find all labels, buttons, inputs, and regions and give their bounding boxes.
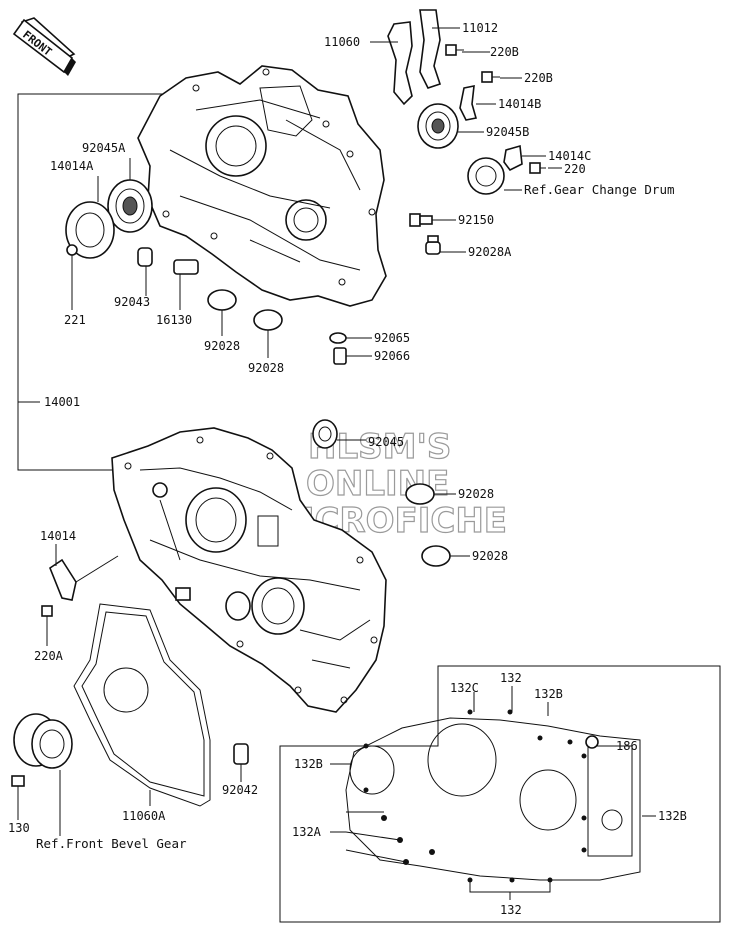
label-11060: 11060 xyxy=(324,35,360,49)
bolt-group-box xyxy=(279,665,721,923)
label-186: 186 xyxy=(616,739,638,753)
label-14014C: 14014C xyxy=(548,149,591,163)
gasket-11060A xyxy=(73,603,211,807)
cap-92028-lower-1 xyxy=(405,483,435,505)
case-bolt-layout xyxy=(345,709,641,883)
label-14001: 14001 xyxy=(44,395,80,409)
front-bevel-gear-housing xyxy=(13,713,73,769)
part-11012-guide xyxy=(419,9,442,89)
label-130: 130 xyxy=(8,821,30,835)
label-14014B: 14014B xyxy=(498,97,541,111)
plug-92028A xyxy=(425,235,441,255)
screw-220A xyxy=(41,605,53,624)
bracket-14014 xyxy=(49,558,77,601)
bolt-130 xyxy=(11,775,25,808)
retainer-14014A xyxy=(65,201,115,259)
front-direction-badge: FRONT xyxy=(12,17,76,76)
assembly-bracket-14001 xyxy=(17,93,165,471)
label-220: 220 xyxy=(564,162,586,176)
dowel-92043 xyxy=(137,247,153,267)
label-14014A: 14014A xyxy=(50,159,94,173)
label-132A: 132A xyxy=(292,825,322,839)
label-132-bottom: 132 xyxy=(500,903,522,917)
label-16130: 16130 xyxy=(156,313,192,327)
label-92045A: 92045A xyxy=(82,141,126,155)
label-92028-1: 92028 xyxy=(204,339,240,353)
label-92065: 92065 xyxy=(374,331,410,345)
plate-14014C xyxy=(503,144,523,172)
bearing-92045A xyxy=(107,179,153,233)
bolt-220B-upper xyxy=(445,44,464,56)
leader-lines xyxy=(17,27,656,900)
dowel-92042 xyxy=(233,743,249,765)
bolt-220 xyxy=(529,162,546,174)
screw-221 xyxy=(66,244,78,266)
plug-92066 xyxy=(333,347,347,365)
label-92042: 92042 xyxy=(222,783,258,797)
label-220B-1: 220B xyxy=(490,45,519,59)
label-92045: 92045 xyxy=(368,435,404,449)
fitting-16130 xyxy=(173,259,199,275)
label-ref-front-bevel-gear: Ref.Front Bevel Gear xyxy=(36,836,187,851)
label-92028A: 92028A xyxy=(468,245,512,259)
upper-crankcase-half xyxy=(137,65,387,307)
bearing-gear-change-drum xyxy=(467,157,505,195)
label-92066: 92066 xyxy=(374,349,410,363)
label-132-top: 132 xyxy=(500,671,522,685)
label-132C: 132C xyxy=(450,681,479,695)
bearing-92045B xyxy=(417,103,459,149)
label-132B-left: 132B xyxy=(294,757,323,771)
label-92028-3: 92028 xyxy=(458,487,494,501)
label-ref-gear-change-drum: Ref.Gear Change Drum xyxy=(524,182,675,197)
label-92045B: 92045B xyxy=(486,125,529,139)
cap-92028-left xyxy=(207,289,237,311)
bolt-220B-lower xyxy=(481,71,500,83)
label-132B-top: 132B xyxy=(534,687,563,701)
washer-92065 xyxy=(329,332,347,344)
cap-92028-right xyxy=(253,309,283,331)
label-221: 221 xyxy=(64,313,86,327)
bolt-92150 xyxy=(409,213,433,227)
cap-92028-lower-2 xyxy=(421,545,451,567)
label-11012: 11012 xyxy=(462,21,498,35)
plate-14014B xyxy=(459,85,478,121)
label-11060A: 11060A xyxy=(122,809,166,823)
part-labels: 11060 11012 220B 220B 14014B 92045B 1401… xyxy=(8,21,687,917)
bearing-92045 xyxy=(312,419,338,449)
label-132B-right: 132B xyxy=(658,809,687,823)
part-11060-guide xyxy=(387,21,413,106)
label-92150: 92150 xyxy=(458,213,494,227)
label-92028-2: 92028 xyxy=(248,361,284,375)
lower-crankcase-half xyxy=(111,427,387,713)
label-14014: 14014 xyxy=(40,529,76,543)
label-220B-2: 220B xyxy=(524,71,553,85)
label-92028-4: 92028 xyxy=(472,549,508,563)
label-220A: 220A xyxy=(34,649,64,663)
label-92043: 92043 xyxy=(114,295,150,309)
